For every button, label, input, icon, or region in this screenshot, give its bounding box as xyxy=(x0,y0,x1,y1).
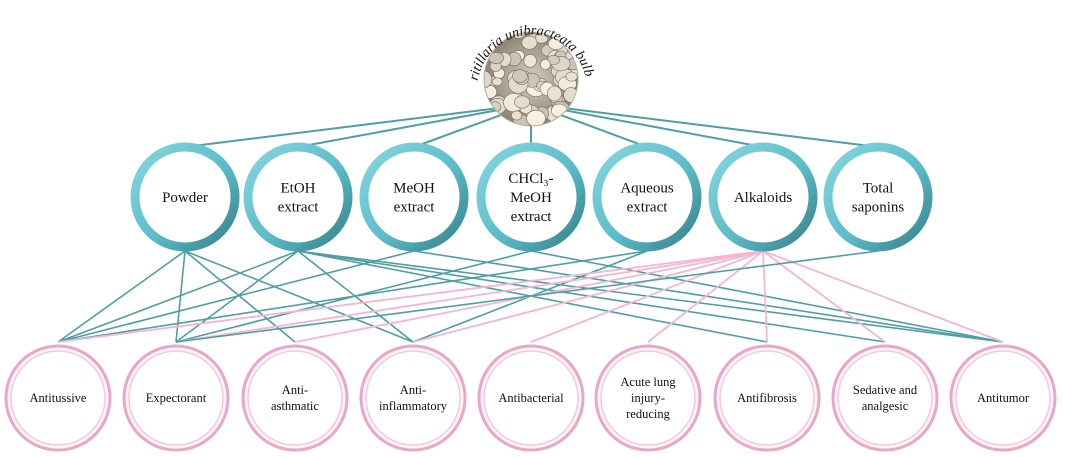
extract-label: Alkaloids xyxy=(734,190,792,206)
extract-label: Aqueous xyxy=(620,181,673,197)
activity-label: Anti- xyxy=(282,383,308,397)
link-aqueous-extract-to-antitussive xyxy=(57,250,648,343)
activity-label: Expectorant xyxy=(146,391,207,405)
extract-node-alkaloids: Alkaloids xyxy=(708,142,818,252)
extract-node-meoh-extract: MeOH extract xyxy=(359,142,469,252)
activity-node-sedative-and-analgesic: Sedative and analgesic xyxy=(831,344,939,452)
link-powder-to-anti-inflammatory xyxy=(184,250,414,343)
extract-label: MeOH xyxy=(510,190,552,206)
extract-node-powder: Powder xyxy=(130,142,240,252)
extract-node-chcl-meoh-extract: CHCl₃- MeOH extract xyxy=(476,142,586,252)
activity-label: Antitussive xyxy=(30,391,87,405)
activity-label: Antibacterial xyxy=(498,391,564,405)
link-meoh-extract-to-antitussive xyxy=(57,250,415,343)
extract-label: extract xyxy=(511,209,553,225)
extract-label: MeOH xyxy=(393,181,435,197)
link-total-saponins-to-expectorant xyxy=(175,250,879,343)
extract-label: extract xyxy=(627,200,669,216)
connection-lines xyxy=(57,103,1004,343)
activity-label: injury- xyxy=(631,391,665,405)
link-alkaloids-to-antibacterial xyxy=(530,250,764,343)
activity-node-antibacterial: Antibacterial xyxy=(477,344,585,452)
extract-label: CHCl₃- xyxy=(508,171,553,187)
hub-link-etoh-extract xyxy=(297,103,532,148)
hub-link-total-saponins xyxy=(530,103,879,148)
activity-node-antifibrosis: Antifibrosis xyxy=(713,344,821,452)
extract-label: Total xyxy=(863,181,894,197)
activity-label: Antitumor xyxy=(977,391,1030,405)
link-alkaloids-to-sedative-and-analgesic xyxy=(762,250,886,343)
extract-node-aqueous-extract: Aqueous extract xyxy=(592,142,702,252)
link-alkaloids-to-acute-lung-injury-reducing xyxy=(647,250,764,343)
link-powder-to-antitussive xyxy=(57,250,186,343)
hub-link-powder xyxy=(184,103,532,148)
extract-node-total-saponins: Total saponins xyxy=(823,142,933,252)
extract-label: extract xyxy=(394,200,436,216)
activity-node-antitumor: Antitumor xyxy=(949,344,1057,452)
extract-label: saponins xyxy=(852,200,905,216)
activity-label: Acute lung xyxy=(620,375,676,389)
activity-label: asthmatic xyxy=(271,399,319,413)
activity-node-anti-inflammatory: Anti-inflammatory xyxy=(359,344,467,452)
extract-label: Powder xyxy=(162,190,208,206)
hub-link-alkaloids xyxy=(530,103,764,148)
activity-label: Antifibrosis xyxy=(737,391,797,405)
activity-label: analgesic xyxy=(862,399,909,413)
activity-label: reducing xyxy=(626,407,670,421)
extract-nodes: Powder EtOH extract MeOH extract CHCl₃- MeOH ex… xyxy=(130,142,933,252)
activity-label: Sedative and xyxy=(853,383,918,397)
link-meoh-extract-to-antitumor xyxy=(413,250,1004,343)
activity-label: inflammatory xyxy=(379,399,448,413)
extract-label: EtOH xyxy=(281,181,316,197)
extract-node-etoh-extract: EtOH extract xyxy=(243,142,353,252)
link-alkaloids-to-expectorant xyxy=(175,250,764,343)
activity-node-anti-asthmatic: Anti-asthmatic xyxy=(241,344,349,452)
activity-label: Anti- xyxy=(400,383,426,397)
link-alkaloids-to-antitussive xyxy=(57,250,764,343)
extract-label: extract xyxy=(278,200,320,216)
link-etoh-extract-to-antitussive xyxy=(57,250,299,343)
activity-node-antitussive: Antitussive xyxy=(4,344,112,452)
activity-node-acute-lung-injury-reducing: Acute lung injury-reducing xyxy=(594,344,702,452)
activity-node-expectorant: Expectorant xyxy=(122,344,230,452)
link-alkaloids-to-anti-inflammatory xyxy=(412,250,764,343)
link-etoh-extract-to-antitumor xyxy=(297,250,1004,343)
link-alkaloids-to-antitumor xyxy=(762,250,1004,343)
